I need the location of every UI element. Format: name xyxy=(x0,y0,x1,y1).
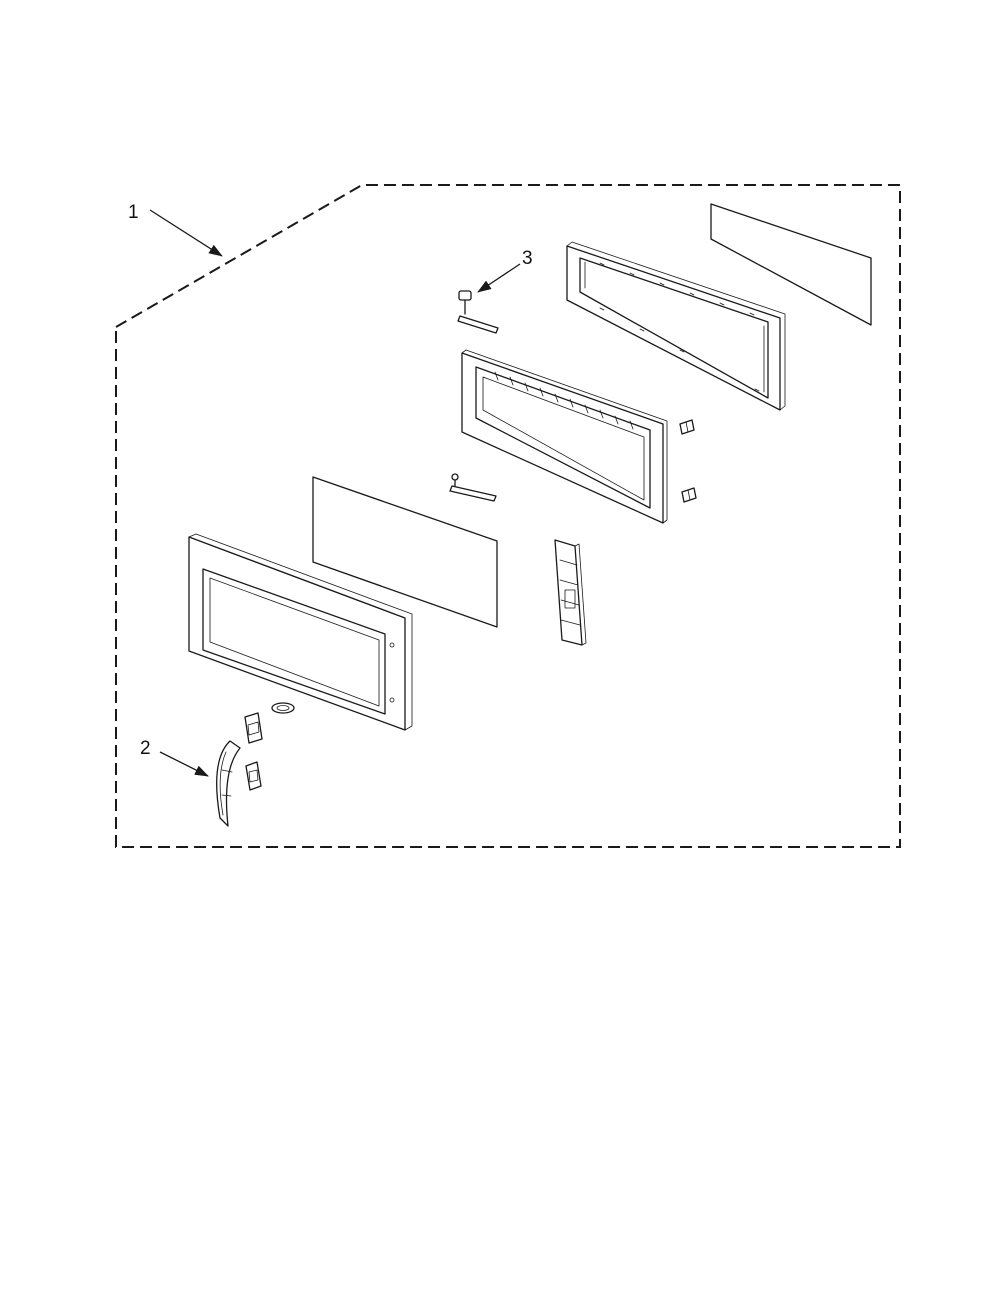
callout-leader-3 xyxy=(477,263,521,293)
callout-3[interactable]: 3 xyxy=(477,248,533,293)
callout-label-3: 3 xyxy=(522,248,533,269)
hinge-clip-lower xyxy=(681,487,697,503)
rear-glass-panel xyxy=(710,203,872,326)
rear-door-frame xyxy=(566,241,786,411)
lower-latch-strip xyxy=(449,473,497,502)
door-latch-bracket xyxy=(554,539,587,646)
callout-1[interactable]: 1 xyxy=(128,202,223,257)
handle-mount-upper xyxy=(244,712,263,744)
handle-mount-lower xyxy=(245,761,262,791)
callout-leader-1 xyxy=(149,209,223,257)
callout-2[interactable]: 2 xyxy=(140,738,209,777)
inner-door-frame xyxy=(461,349,668,524)
assembly-boundary xyxy=(115,184,901,848)
callout-leader-2 xyxy=(159,751,209,777)
part-2-door-handle xyxy=(216,740,241,827)
window-glass-panel xyxy=(312,476,498,628)
part-3-latch-screw xyxy=(457,290,499,334)
callout-label-1: 1 xyxy=(128,202,139,223)
callout-label-2: 2 xyxy=(140,738,151,759)
hinge-clip-upper xyxy=(679,419,695,435)
outer-door-panel xyxy=(188,533,413,731)
